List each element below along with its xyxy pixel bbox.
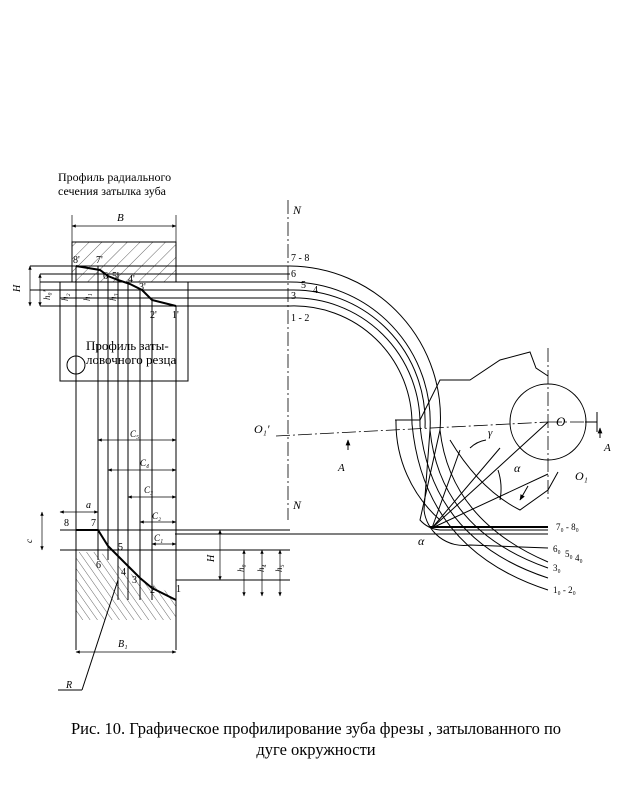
arc-pt-7-8: 7₀ - 8₀ <box>556 522 579 532</box>
label-h0p: h₀' <box>42 289 52 300</box>
cutter-pt-6: 6 <box>96 560 101 571</box>
label-B: B <box>117 212 124 224</box>
label-C1: C₁ <box>154 533 163 543</box>
radial-title-line1: Профиль радиального <box>58 170 171 184</box>
label-alpha-top: α <box>514 461 521 475</box>
label-C3: C₃ <box>144 485 153 495</box>
label-h5: h₅ <box>274 564 284 572</box>
radial-pt-4: 4' <box>128 274 135 285</box>
label-N-bottom: N <box>292 498 302 512</box>
label-h3: h₃ <box>108 293 118 301</box>
radial-pt-7: 7' <box>96 255 103 266</box>
label-O: O <box>556 414 566 429</box>
label-C4: C₄ <box>140 458 149 468</box>
axial-pt-6: 6 <box>291 269 296 280</box>
axial-pt-5: 5 <box>301 280 306 291</box>
label-h2: h₂ <box>60 293 70 301</box>
caption-line-2: дуге окружности <box>256 740 376 759</box>
radial-profile-curve <box>75 265 177 307</box>
cutter-profile: 8 7 6 5 4 3 2 1 B₁ R <box>58 518 290 691</box>
figure-caption: Рис. 10. Графическое профилирование зуба… <box>20 718 612 760</box>
radial-pt-6: 6 <box>103 271 108 282</box>
cutter-pt-5: 5 <box>118 542 123 553</box>
arc-pt-6: 6₀ <box>553 544 561 554</box>
tooth-back-arcs <box>175 265 549 591</box>
label-A-right: A <box>603 442 611 454</box>
label-C2: C₂ <box>152 511 161 521</box>
axial-pt-3: 3 <box>291 291 296 302</box>
tool-title-line2: ловочного резца <box>86 352 176 367</box>
cutter-pt-4: 4 <box>121 567 126 578</box>
cutter-profile-curve <box>76 529 177 601</box>
label-alpha-bottom: α <box>418 534 425 548</box>
label-gamma: γ <box>488 427 493 439</box>
label-h1: h₁ <box>82 293 92 301</box>
axial-pt-4: 4 <box>313 285 318 296</box>
label-N-top: N <box>292 203 302 217</box>
label-H-bottom: H <box>206 554 217 563</box>
radial-pt-5: 5' <box>112 271 119 282</box>
arc-pt-1-2: 1₀ - 2₀ <box>553 585 576 595</box>
radial-title-line2: сечения затылка зуба <box>58 184 167 198</box>
cutter-pt-7: 7 <box>91 518 96 529</box>
radial-section-profile: Профиль радиального сечения затылка зуба… <box>12 170 290 382</box>
bottom-h-dimensions: H h₀ h₄ h₅ <box>206 529 284 597</box>
cutter-pt-1: 1 <box>176 584 181 595</box>
radial-pt-2: 2' <box>150 310 157 321</box>
label-B1: B₁ <box>118 639 128 650</box>
label-h4: h₄ <box>256 564 266 572</box>
label-R: R <box>65 680 72 691</box>
caption-line-1: Рис. 10. Графическое профилирование зуба… <box>70 719 562 738</box>
label-A-left: A <box>337 462 345 474</box>
label-O1p: O₁' <box>254 422 270 436</box>
cutter-pt-8: 8 <box>64 518 69 529</box>
cutter-body: O O₁ A O₁' A α γ α <box>254 348 611 548</box>
label-H-top: H <box>12 284 23 293</box>
c-dimensions: C₅ C₄ C₃ C₂ C₁ a c <box>24 429 177 551</box>
axial-pt-7-8: 7 - 8 <box>291 253 309 264</box>
tool-title-line1: Профиль заты- <box>86 338 169 353</box>
label-C5: C₅ <box>130 429 139 439</box>
arc-pt-4: 4₀ <box>575 553 583 563</box>
label-a: a <box>86 500 91 511</box>
axial-pt-1-2: 1 - 2 <box>291 313 309 324</box>
cutter-pt-2: 2 <box>150 585 155 596</box>
radial-pt-3: 3' <box>139 282 146 293</box>
label-h0: h₀ <box>236 564 246 572</box>
label-O1: O₁ <box>575 469 588 483</box>
cutter-pt-3: 3 <box>132 575 137 586</box>
arc-pt-5: 5₀ <box>565 549 573 559</box>
radial-pt-8: 8' <box>73 255 80 266</box>
label-c: c <box>24 539 34 543</box>
arc-pt-3: 3₀ <box>553 563 561 573</box>
hatched-tooth-back <box>71 241 177 283</box>
